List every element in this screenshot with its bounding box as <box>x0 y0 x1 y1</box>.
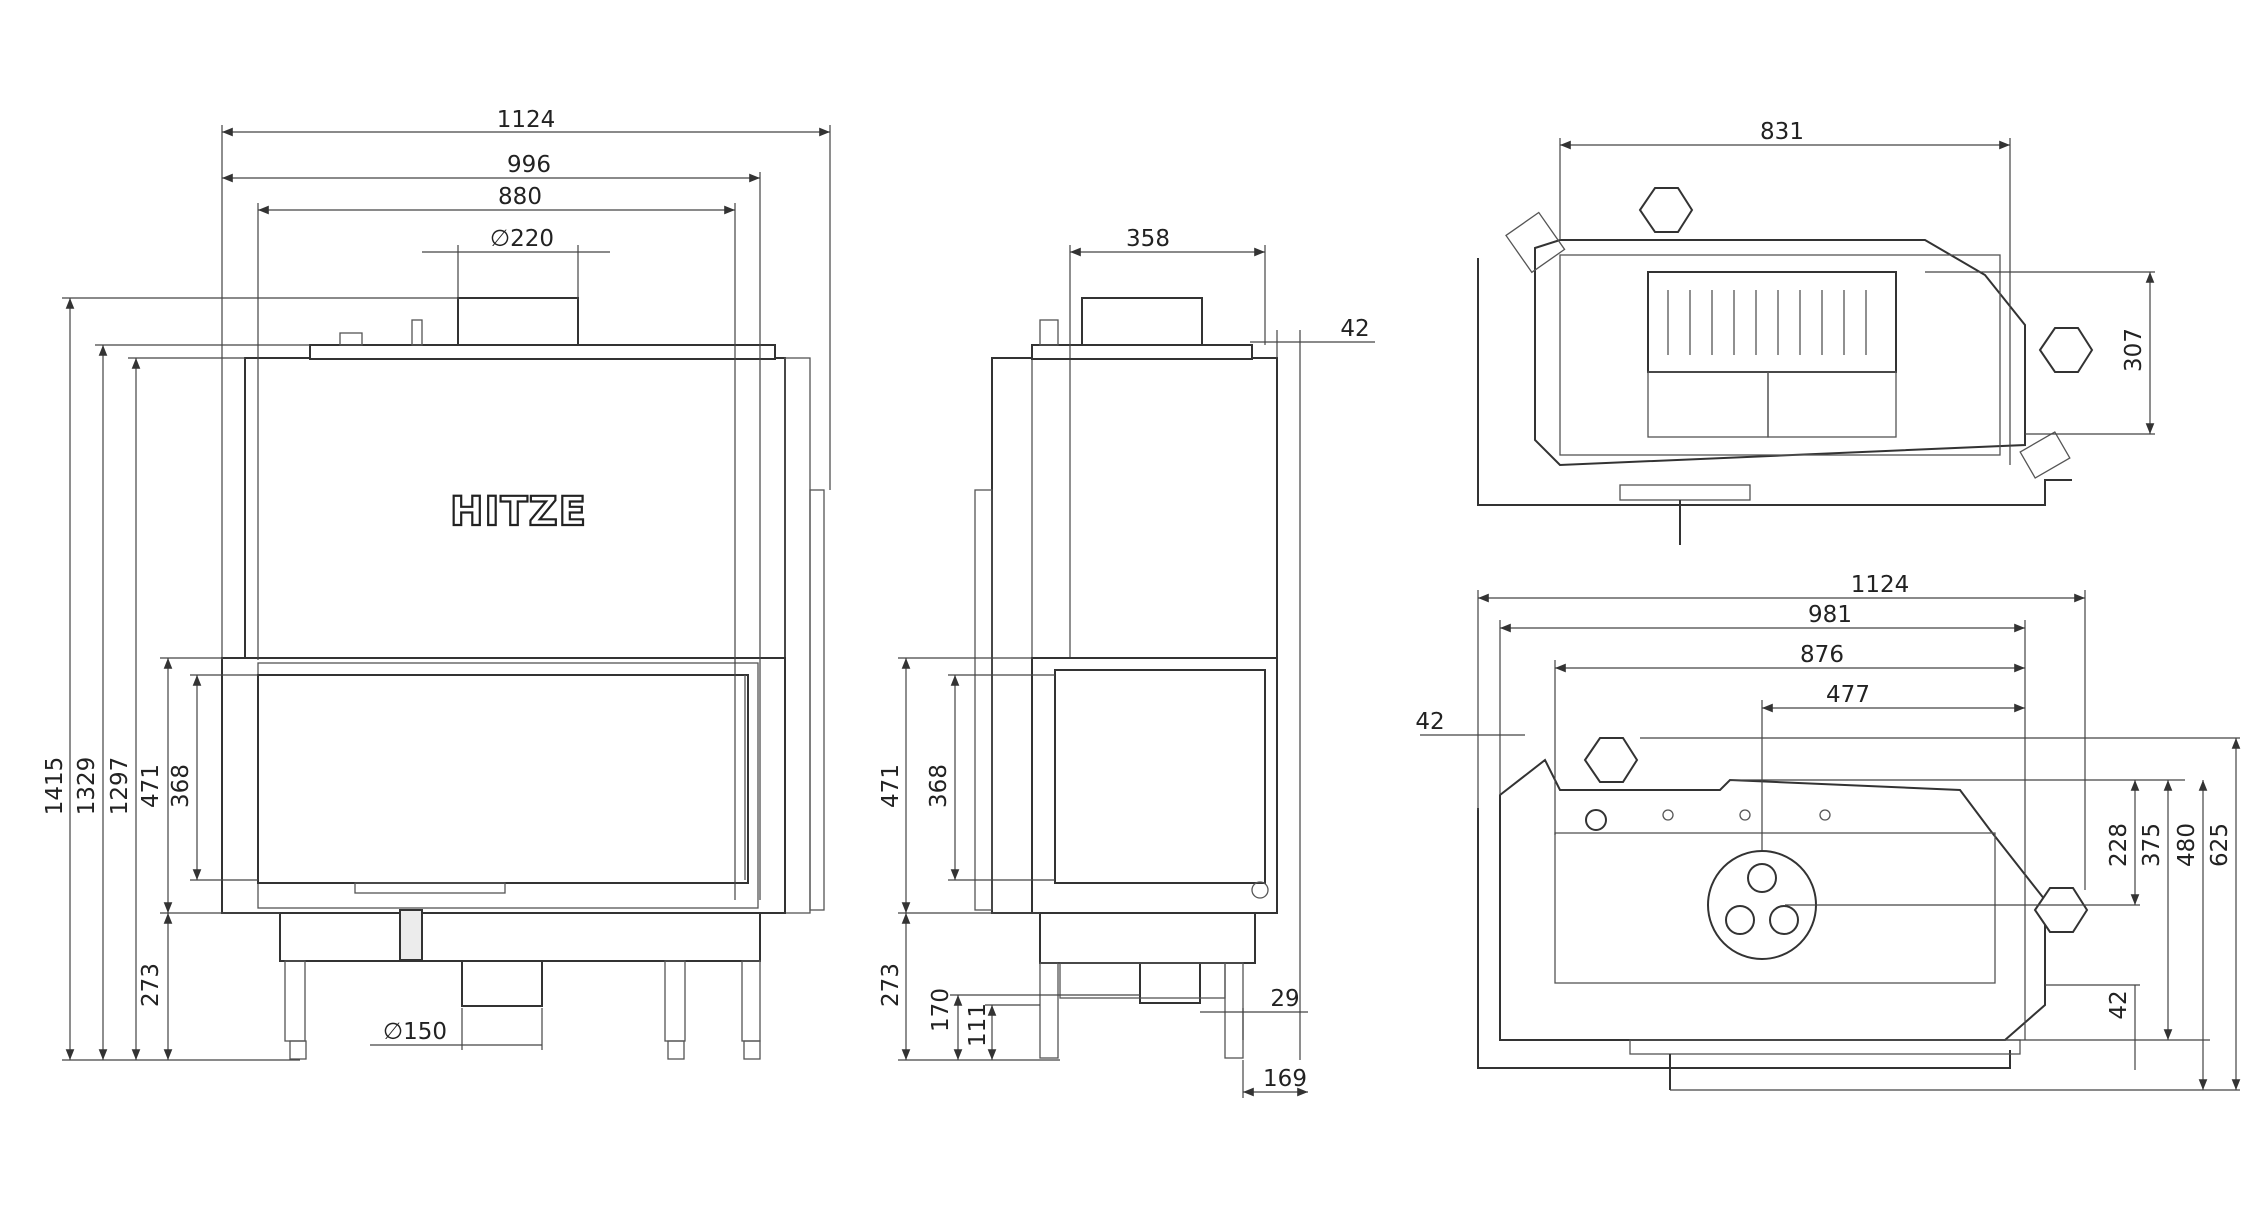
label-depth-480: 480 <box>2174 823 2200 867</box>
label-leg-height: 170 <box>928 988 954 1032</box>
front-air-slot <box>354 882 506 894</box>
front-top-knob <box>339 332 363 346</box>
front-base <box>279 912 761 962</box>
brand-logo: HITZE <box>450 489 587 535</box>
label-base-height: 273 <box>138 963 164 1007</box>
plan-outer-outline <box>1477 808 2011 1069</box>
top-baffle-slots <box>1667 290 1867 355</box>
front-leg-right <box>741 960 761 1042</box>
plan-air-box <box>1629 1039 2021 1055</box>
label-rear-offset: 42 <box>1340 316 1369 342</box>
top-air-box <box>1619 484 1751 501</box>
label-height-total: 1415 <box>42 757 68 816</box>
label-top-width: 831 <box>1760 119 1804 145</box>
front-foot-right <box>743 1040 761 1060</box>
plan-body <box>1499 758 2046 1041</box>
top-floor-right <box>1767 371 1897 438</box>
air-inlet-side <box>1139 962 1201 1004</box>
label-foot-depth: 169 <box>1263 1066 1307 1092</box>
flue-collar-side <box>1081 297 1203 346</box>
label-depth-375: 375 <box>2139 823 2165 867</box>
plan-stud <box>1662 809 1674 821</box>
side-door-handle <box>1251 881 1269 899</box>
front-top-pipe <box>411 319 423 346</box>
plan-outlet-hole <box>1725 905 1755 935</box>
plan-stud <box>1819 809 1831 821</box>
side-glass <box>1054 669 1266 884</box>
top-flue-octagon <box>1638 187 1694 233</box>
label-side-glass-height: 368 <box>926 764 952 808</box>
label-front-width-body: 996 <box>507 152 551 178</box>
label-plan-width-body: 981 <box>1808 602 1852 628</box>
plan-view: 1124 981 876 477 42 228 375 480 625 42 <box>1415 572 2241 1091</box>
side-leg-rear <box>1224 962 1244 1059</box>
side-view: 358 42 471 273 368 170 111 29 169 <box>878 226 1375 1098</box>
label-side-base-height: 273 <box>878 963 904 1007</box>
label-flue-diameter: ∅220 <box>490 226 554 252</box>
plan-outlet-hole <box>1747 863 1777 893</box>
label-top-depth: 307 <box>2121 328 2147 372</box>
front-door-frame <box>221 657 786 914</box>
label-leg-offset: 29 <box>1270 986 1299 1012</box>
label-air-inlet: ∅150 <box>383 1019 447 1045</box>
side-rear-rail <box>974 489 993 911</box>
side-door-frame <box>1031 657 1278 914</box>
top-hinge-right <box>2019 431 2071 479</box>
label-plan-width-overall: 1124 <box>1851 572 1910 598</box>
front-side-panel <box>784 357 811 914</box>
top-outer-outline <box>1477 258 2072 506</box>
label-door-height: 471 <box>138 764 164 808</box>
label-depth-625: 625 <box>2207 823 2233 867</box>
label-offset-42: 42 <box>2106 990 2132 1019</box>
front-leg-left <box>284 960 306 1042</box>
side-base <box>1039 912 1256 964</box>
plan-firebox <box>1554 832 1996 984</box>
top-firebox <box>1559 254 2001 456</box>
top-side-octagon <box>2038 327 2094 373</box>
front-ash-lever <box>399 909 423 961</box>
front-side-rail <box>809 489 825 911</box>
plan-stud <box>1739 809 1751 821</box>
label-foot-height: 111 <box>965 1003 991 1047</box>
label-front-width-inner: 880 <box>498 184 542 210</box>
label-wall-offset: 42 <box>1415 709 1444 735</box>
top-hinge-left <box>1505 211 1566 274</box>
plan-flue-octagon <box>1583 737 1639 783</box>
front-foot-mid <box>667 1040 685 1060</box>
side-top-pipe <box>1039 319 1059 346</box>
label-outlet-offset: 477 <box>1826 682 1870 708</box>
side-leg-front <box>1039 962 1059 1059</box>
side-base-frame <box>1059 962 1226 999</box>
front-foot-left <box>289 1040 307 1060</box>
front-view: HITZE 1124 996 880 ∅220 <box>42 107 831 1061</box>
label-side-door-height: 471 <box>878 764 904 808</box>
label-side-depth: 358 <box>1126 226 1170 252</box>
plan-side-octagon <box>2033 887 2089 933</box>
top-view: 831 307 <box>1477 119 2155 545</box>
label-plan-width-inner: 876 <box>1800 642 1844 668</box>
plan-outlet-hole <box>1769 905 1799 935</box>
label-front-width-overall: 1124 <box>497 107 556 133</box>
front-leg-mid <box>664 960 686 1042</box>
side-top-plate <box>1031 344 1253 360</box>
label-glass-height: 368 <box>168 764 194 808</box>
plan-stud <box>1585 809 1607 831</box>
label-depth-228: 228 <box>2106 823 2132 867</box>
top-body <box>1534 239 2026 467</box>
label-height-frame: 1297 <box>107 757 133 816</box>
air-inlet-front <box>461 960 543 1007</box>
front-upper-body <box>244 357 786 659</box>
front-top-plate <box>309 344 776 360</box>
label-height-body: 1329 <box>74 757 100 816</box>
flue-collar-front <box>457 297 579 346</box>
